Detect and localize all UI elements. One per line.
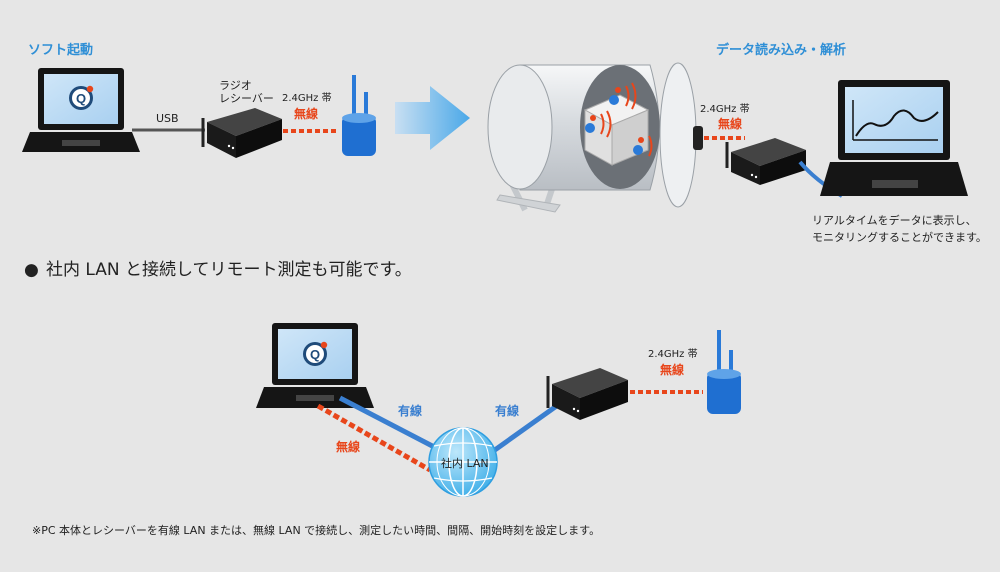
realtime-graph [855, 109, 939, 137]
lan-globe [428, 427, 498, 497]
app-icon: Q [69, 85, 94, 110]
wired-label-left: 有線 [398, 404, 423, 418]
app-icon-bottom: Q [303, 341, 328, 366]
wired-link-laptop-lan [338, 395, 442, 453]
laptop-top-right [820, 80, 968, 196]
band-label-left: 2.4GHz 帯 [282, 93, 332, 104]
data-analysis-label: データ読み込み・解析 [716, 43, 847, 58]
wireless-label-left: 無線 [294, 107, 319, 121]
wireless-label-receiver: 無線 [660, 363, 685, 377]
wired-label-right: 有線 [495, 404, 520, 418]
radio-receiver-top [201, 108, 282, 158]
soft-start-label: ソフト起動 [28, 43, 94, 58]
svg-text:Q: Q [76, 91, 86, 106]
usb-label: USB [156, 112, 179, 125]
radio-receiver-bottom [546, 368, 628, 420]
sensor-bottom [707, 330, 741, 414]
wireless-label-right: 無線 [718, 117, 743, 131]
band-label-right: 2.4GHz 帯 [700, 104, 750, 115]
sensor-top-left [342, 75, 376, 156]
bullet-icon: ● [24, 260, 39, 280]
realtime-description: リアルタイムをデータに表示し、 モニタリングすることができます。 [812, 214, 987, 244]
radio-receiver-top-right [725, 138, 806, 185]
wireless-link-laptop-lan [316, 403, 432, 473]
radio-receiver-label: ラジオ レシーバー [219, 79, 274, 105]
svg-text:Q: Q [310, 347, 320, 362]
wireless-label-laptop: 無線 [336, 440, 361, 454]
lan-label: 社内 LAN [441, 457, 489, 470]
wired-link-lan-receiver [490, 397, 567, 455]
test-chamber [487, 62, 703, 213]
band-label-bottom: 2.4GHz 帯 [648, 349, 698, 360]
footnote: ※PC 本体とレシーバーを有線 LAN または、無線 LAN で接続し、測定した… [32, 524, 601, 537]
lan-heading: 社内 LAN と接続してリモート測定も可能です。 [46, 260, 412, 280]
chamber-sensors [585, 82, 653, 157]
flow-arrow [395, 86, 470, 150]
